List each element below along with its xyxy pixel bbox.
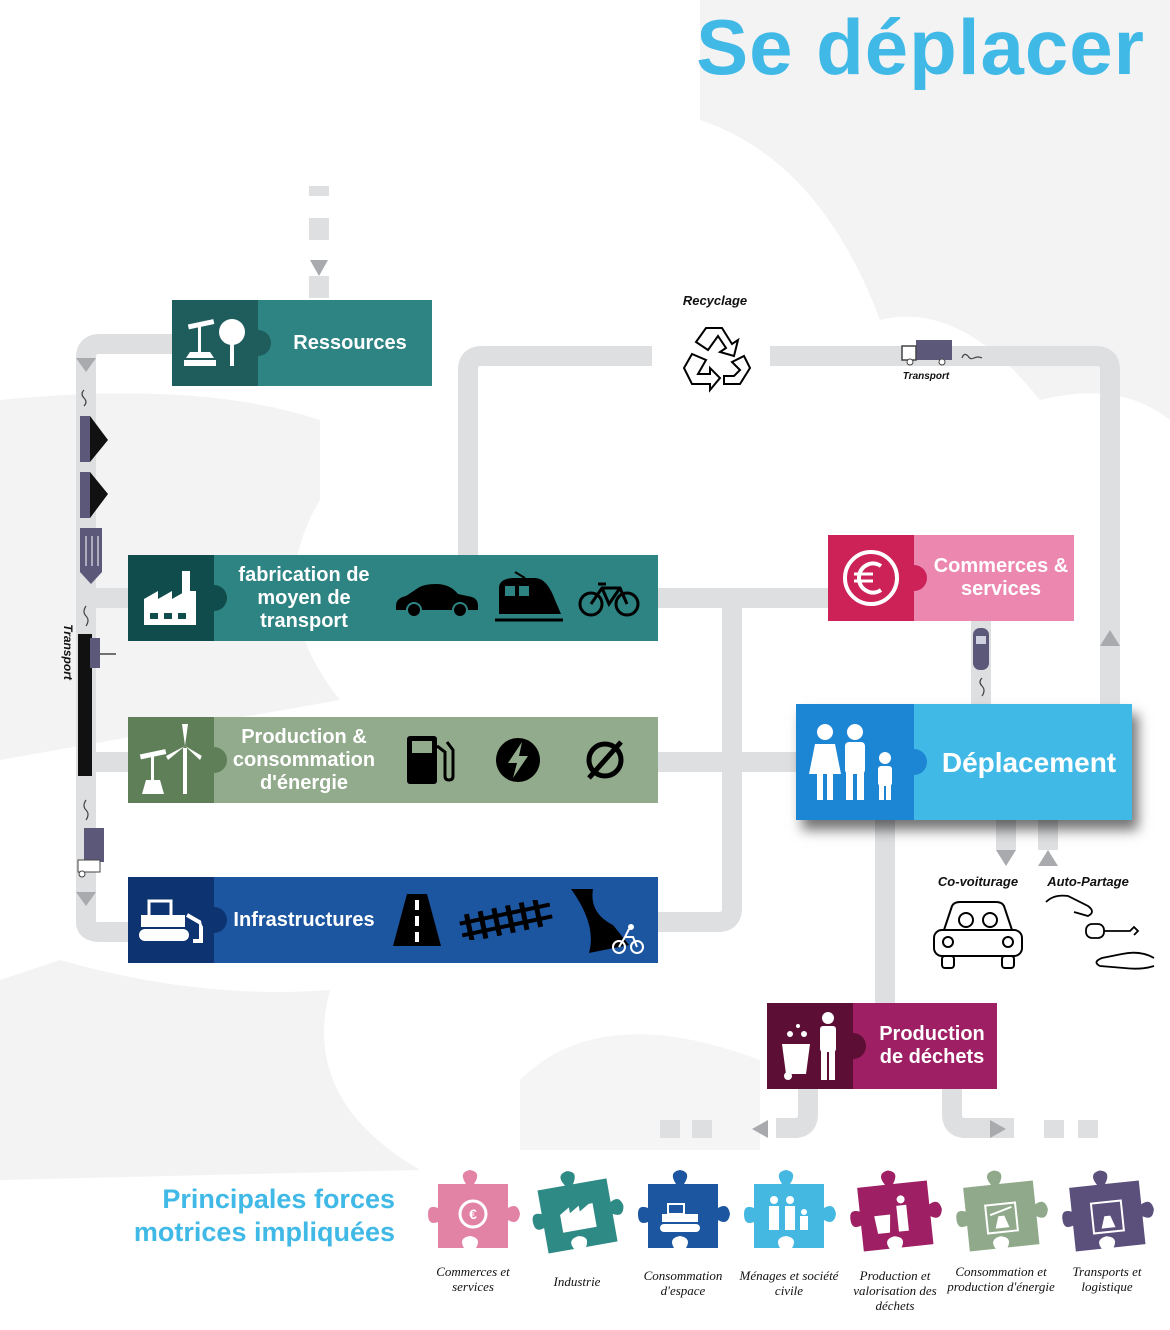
legend-item: Industrie	[522, 1168, 632, 1318]
node-deplacement: Déplacement	[796, 704, 1132, 820]
diameter-icon	[586, 740, 624, 780]
svg-text:€: €	[469, 1206, 477, 1222]
node-commerces: Commerces & services	[828, 535, 1074, 621]
dechets-label: Production de déchets	[879, 1023, 985, 1068]
legend-energie-icon	[956, 1170, 1048, 1252]
bike-path-icon	[570, 889, 644, 954]
legend-dechets-icon	[850, 1170, 942, 1252]
left-truck-icon	[77, 799, 104, 878]
node-fabrication: fabrication de moyen de transport	[128, 555, 658, 641]
infrastructures-icon-block	[128, 877, 227, 963]
energie-label: Production & consommation d'énergie	[232, 725, 376, 794]
infrastructures-label: Infrastructures	[233, 908, 375, 931]
carpool-icon	[933, 901, 1023, 969]
node-ressources: Ressources	[172, 300, 432, 386]
legend-label: Commerces et services	[436, 1264, 510, 1294]
commerces-label: Commerces & services	[933, 555, 1069, 600]
fabrication-icon-block	[128, 555, 227, 641]
recycle-icon	[682, 327, 752, 393]
left-transport-icons	[78, 389, 116, 776]
railway-icon	[459, 900, 553, 940]
car-icon	[395, 584, 478, 618]
node-production-energie: Production & consommation d'énergie	[128, 717, 658, 803]
fuel-pump-icon	[407, 736, 455, 784]
commerces-icon-block	[828, 535, 927, 621]
node-dechets: Production de déchets	[767, 1003, 997, 1089]
fabrication-label: fabrication de moyen de transport	[238, 563, 370, 632]
ressources-label: Ressources	[293, 331, 407, 354]
truck-icon	[901, 340, 983, 366]
bulldozer-icon	[139, 899, 203, 943]
ressources-icon-block	[172, 300, 271, 386]
energie-icon-block	[128, 717, 227, 803]
legend-commerces-icon: €	[428, 1170, 520, 1248]
road-icon	[393, 894, 442, 946]
legend-label: Production et valorisation des déchets	[853, 1268, 937, 1313]
legend-industrie-icon	[532, 1171, 624, 1254]
legend-item: Consommation et production d'énergie	[946, 1168, 1056, 1318]
carsharing-icon	[1045, 894, 1155, 970]
train-icon	[494, 571, 563, 622]
legend-menages-icon	[744, 1170, 836, 1248]
legend-item: € Commerces et services	[418, 1168, 528, 1318]
legend-espace-icon	[638, 1170, 730, 1248]
legend-item: Production et valorisation des déchets	[840, 1168, 950, 1318]
legend-item: Ménages et société civile	[734, 1168, 844, 1318]
autopartage-label: Auto-Partage	[1047, 874, 1129, 889]
transport-top-label: Transport	[902, 371, 950, 382]
legend-label: Consommation d'espace	[643, 1268, 723, 1298]
page-title: Se déplacer	[696, 3, 1145, 91]
legend-item: Consommation d'espace	[628, 1168, 738, 1318]
legend-label: Consommation et production d'énergie	[947, 1264, 1055, 1294]
recyclage-label: Recyclage	[682, 293, 748, 308]
deplacement-icon-block	[796, 704, 927, 820]
bicycle-icon	[578, 582, 640, 617]
small-car-icon	[973, 628, 989, 697]
oil-pump-tree-icon	[184, 319, 245, 366]
family-icon	[809, 724, 892, 800]
legend-label: Transports et logistique	[1072, 1264, 1142, 1294]
transport-left-label: Transport	[61, 624, 75, 680]
covoiturage-label: Co-voiturage	[937, 874, 1019, 889]
legend-label: Industrie	[553, 1274, 601, 1289]
factory-icon	[144, 571, 196, 625]
legend-transports-icon	[1062, 1170, 1154, 1252]
electricity-icon	[495, 738, 540, 782]
euro-icon	[843, 550, 899, 606]
node-infrastructures: Infrastructures	[128, 877, 658, 963]
dechets-icon-block	[767, 1003, 866, 1089]
legend-item: Transports et logistique	[1052, 1168, 1162, 1318]
windmill-pump-icon	[139, 724, 202, 794]
legend-label: Ménages et société civile	[739, 1268, 839, 1298]
legend-title: Principales forces motrices impliquées	[133, 1184, 395, 1247]
waste-icon	[782, 1012, 836, 1080]
deplacement-label: Déplacement	[941, 746, 1117, 778]
